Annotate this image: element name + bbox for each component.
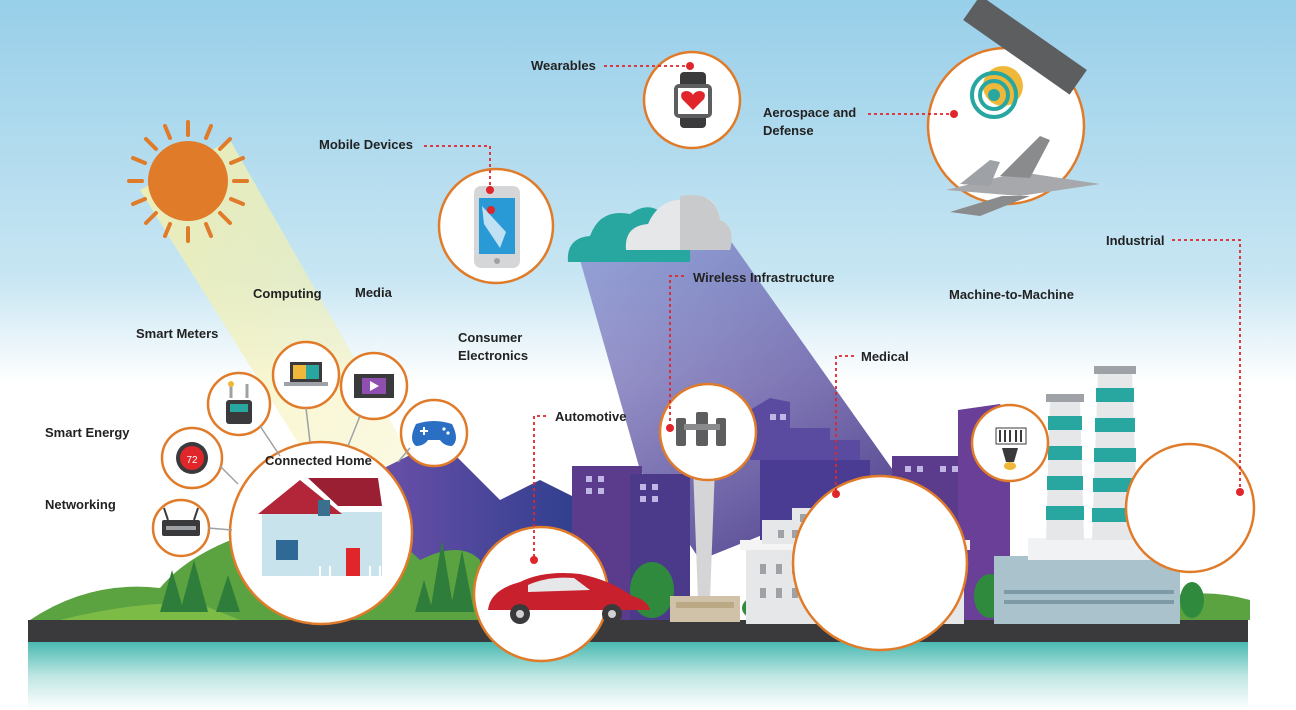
water [28,642,1248,710]
car-icon [488,573,650,624]
media-player-icon [354,374,394,398]
label-smart-meters: Smart Meters [136,326,219,341]
label-computing: Computing [253,286,322,301]
label-smart-energy: Smart Energy [45,425,130,440]
satellite-icon [963,0,1087,119]
pine-trees [160,540,474,612]
antenna-icon [676,412,726,446]
label-media: Media [355,285,392,300]
label-wearables: Wearables [531,58,596,73]
label-automotive: Automotive [555,409,627,424]
label-mobile-devices: Mobile Devices [319,137,413,152]
label-medical: Medical [861,349,909,364]
label-machine-to-machine: Machine-to-Machine [949,287,1074,302]
thermostat-reading: 72 [186,455,198,466]
label-consumer-line2: Electronics [458,348,529,363]
label-consumer-line1: Consumer [458,330,523,345]
road [28,620,1248,642]
leader-lines [424,65,1241,560]
industrial-circle [1124,442,1256,574]
laptop-icon [284,362,328,386]
label-aerospace-line2: Defense [763,123,814,138]
label-wireless-infrastructure: Wireless Infrastructure [693,270,835,285]
cloud-icon [567,195,732,262]
smartwatch-icon [674,72,712,128]
factory-icon [994,366,1180,624]
sun-icon [127,120,249,243]
leader-dots [486,62,1244,564]
fighter-jet-icon [946,136,1100,216]
hub-connectors [207,407,411,531]
label-industrial: Industrial [1106,233,1165,248]
smartphone-icon [474,186,520,268]
label-aerospace-line1: Aerospace and [763,105,857,120]
game-controller-icon [412,421,456,446]
router-icon [162,507,200,536]
label-connected-home: Connected Home [265,453,372,468]
house-icon [258,478,390,586]
label-networking: Networking [45,497,116,512]
barcode-scanner-icon [995,427,1027,470]
thermostat-icon [176,442,208,474]
smart-meter-icon [226,381,252,424]
medical-circle [791,474,969,652]
